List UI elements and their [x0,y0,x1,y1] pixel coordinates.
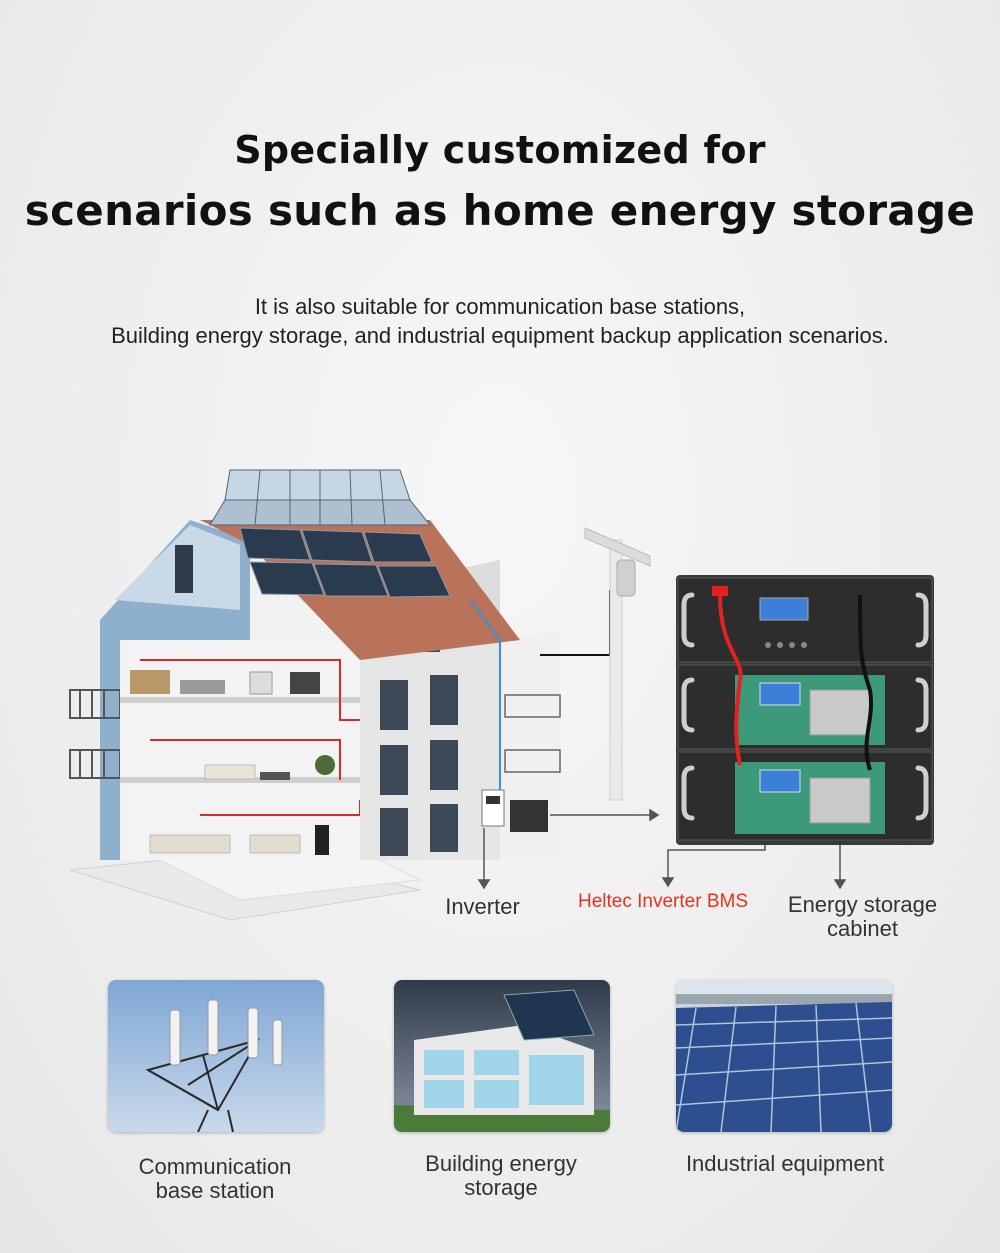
cabinet-label-line-2: cabinet [827,916,898,941]
roof-solar-panels [239,527,451,598]
caption-communication-line-2: base station [155,1178,275,1203]
house-interior-cutaway [120,640,360,860]
headline-line-1: Specially customized for [234,128,766,172]
building-energy-storage-image [394,980,610,1132]
inverter-label: Inverter [445,894,520,919]
heltec-inverter-bms-label: Heltec Inverter BMS [578,891,748,912]
caption-industrial-line-1: Industrial equipment [685,1151,885,1176]
headline-line-2: scenarios such as home energy storage [24,186,976,235]
cabinet-label-line-1: Energy storage [787,892,938,917]
subtitle-line-1: It is also suitable for communication ba… [254,294,746,319]
utility-pole [584,527,651,801]
subtitle-line-2: Building energy storage, and industrial … [111,323,889,348]
caption-building-line-2: storage [464,1175,538,1200]
inverter-unit [481,789,505,827]
caption-building-line-1: Building energy [425,1151,577,1176]
communication-base-station-image [108,980,324,1132]
industrial-equipment-image [676,980,892,1132]
energy-storage-cabinet [676,575,934,845]
home-energy-storage-illustration [69,469,934,921]
caption-communication-line-1: Communication [138,1154,292,1179]
